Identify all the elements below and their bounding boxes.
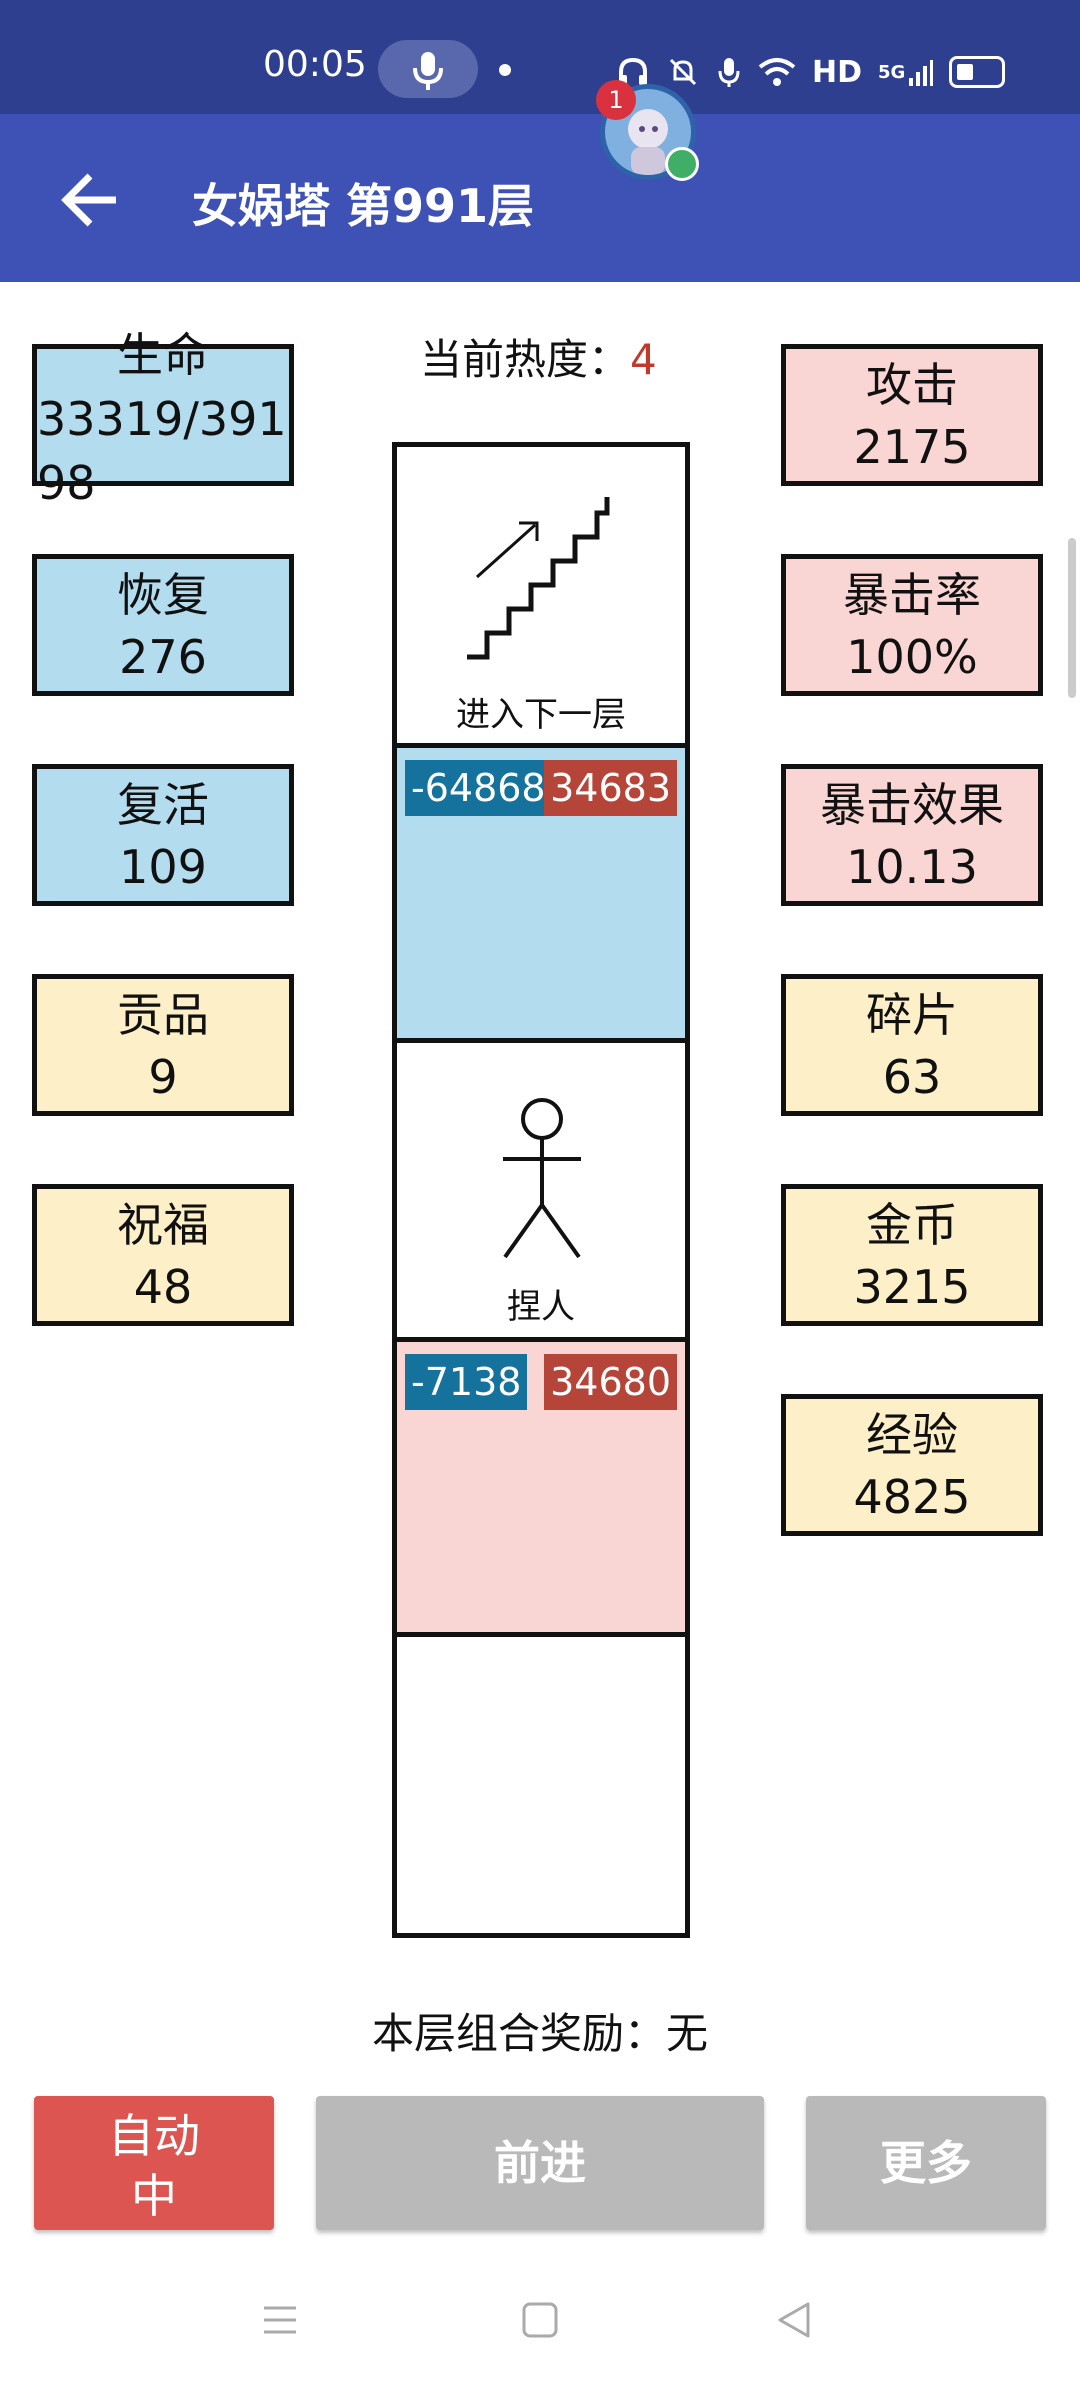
tower-divider xyxy=(397,1632,685,1637)
stat-attack: 攻击 2175 xyxy=(781,344,1043,486)
avatar-character-icon xyxy=(628,109,668,175)
stat-life: 生命 33319/39198 xyxy=(32,328,294,510)
stat-crit-effect-label: 暴击效果 xyxy=(820,778,1004,832)
avatar-mic-status-icon xyxy=(665,147,699,181)
wifi-icon xyxy=(758,58,796,86)
stat-gold-label: 金币 xyxy=(866,1198,958,1252)
stat-blessing-label: 祝福 xyxy=(117,1198,209,1252)
stat-life-value: 33319/39198 xyxy=(37,392,287,510)
person-label: 捏人 xyxy=(507,1287,575,1327)
stat-attack-label: 攻击 xyxy=(866,358,958,412)
stat-tribute-value: 9 xyxy=(148,1050,178,1104)
avatar-notification-badge: 1 xyxy=(596,80,636,120)
stat-recovery-label: 恢复 xyxy=(117,568,209,622)
status-bar xyxy=(0,0,1080,114)
arrow-left-icon xyxy=(61,173,116,227)
signal-bars-icon xyxy=(909,60,934,86)
signal-label: 5G xyxy=(878,61,906,83)
stat-crit-effect: 暴击效果 10.13 xyxy=(781,764,1043,906)
stat-recovery-value: 276 xyxy=(119,630,207,684)
tower: 进入下一层 -64868 34683 捏人 -7138 34680 xyxy=(392,442,690,1938)
floor-reward-text: 本层组合奖励：无 xyxy=(372,2009,709,2058)
stat-attack-value: 2175 xyxy=(853,420,971,474)
stat-revive: 复活 109 xyxy=(32,764,294,906)
page-title: 女娲塔 第991层 xyxy=(192,179,535,233)
heat-indicator: 当前热度：4 xyxy=(420,326,657,387)
stat-shards: 碎片 63 xyxy=(781,974,1043,1116)
nav-back-button[interactable] xyxy=(774,2300,814,2344)
app-bar xyxy=(0,114,1080,282)
notification-dot-icon xyxy=(499,64,511,76)
auto-button-line2: 中 xyxy=(131,2169,177,2223)
stat-experience-label: 经验 xyxy=(866,1408,958,1462)
blue-room-right-number: 34683 xyxy=(544,760,677,816)
auto-button-line1: 自动 xyxy=(108,2109,200,2163)
more-button[interactable]: 更多 xyxy=(806,2096,1046,2230)
tower-divider xyxy=(397,743,685,748)
stat-shards-value: 63 xyxy=(882,1050,942,1104)
stat-life-label: 生命 xyxy=(117,328,209,382)
microphone-icon xyxy=(413,52,443,90)
tower-cell-pink-room[interactable]: -7138 34680 xyxy=(397,1342,685,1632)
network-hd-label: HD xyxy=(812,54,863,90)
mic-pill[interactable] xyxy=(378,40,478,98)
pink-room-right-number: 34680 xyxy=(544,1354,677,1410)
stat-revive-value: 109 xyxy=(119,840,207,894)
stat-tribute-label: 贡品 xyxy=(117,988,209,1042)
stat-experience: 经验 4825 xyxy=(781,1394,1043,1536)
tower-cell-stairs[interactable]: 进入下一层 xyxy=(397,447,685,745)
stat-crit-rate-value: 100% xyxy=(846,630,978,684)
battery-icon xyxy=(949,56,1006,88)
nav-home-button[interactable] xyxy=(520,2300,560,2344)
floating-avatar[interactable] xyxy=(600,84,696,180)
stat-gold: 金币 3215 xyxy=(781,1184,1043,1326)
home-square-icon xyxy=(522,2302,558,2338)
menu-icon xyxy=(264,2306,296,2334)
stat-tribute: 贡品 9 xyxy=(32,974,294,1116)
heat-value: 4 xyxy=(630,335,657,384)
stat-revive-label: 复活 xyxy=(117,778,209,832)
tower-cell-person[interactable]: 捏人 xyxy=(397,1043,685,1337)
tower-divider xyxy=(397,1337,685,1342)
tower-cell-empty[interactable] xyxy=(397,1637,685,1933)
stat-recovery: 恢复 276 xyxy=(32,554,294,696)
stat-crit-rate: 暴击率 100% xyxy=(781,554,1043,696)
status-time: 00:05 xyxy=(263,44,367,85)
stat-crit-effect-value: 10.13 xyxy=(846,840,978,894)
stat-experience-value: 4825 xyxy=(853,1470,971,1524)
stat-blessing: 祝福 48 xyxy=(32,1184,294,1326)
tower-cell-blue-room[interactable]: -64868 34683 xyxy=(397,748,685,1038)
pink-room-left-number: -7138 xyxy=(405,1354,528,1410)
stairs-label: 进入下一层 xyxy=(456,695,626,735)
stat-crit-rate-label: 暴击率 xyxy=(843,568,981,622)
triangle-back-icon xyxy=(778,2302,810,2338)
status-icons: HD 5G xyxy=(616,52,1006,92)
mic-small-icon xyxy=(718,58,740,87)
scrollbar[interactable] xyxy=(1068,538,1076,698)
stat-gold-value: 3215 xyxy=(853,1260,971,1314)
blue-room-left-number: -64868 xyxy=(405,760,552,816)
back-button[interactable] xyxy=(54,160,134,240)
forward-button[interactable]: 前进 xyxy=(316,2096,764,2230)
mute-bell-icon xyxy=(669,58,697,86)
heat-label: 当前热度： xyxy=(420,335,631,384)
nav-menu-button[interactable] xyxy=(260,2300,300,2344)
tower-divider xyxy=(397,1038,685,1043)
auto-button[interactable]: 自动 中 xyxy=(34,2096,274,2230)
stairs-icon xyxy=(467,497,610,660)
stick-figure-icon xyxy=(503,1098,581,1259)
stat-shards-label: 碎片 xyxy=(866,988,958,1042)
stat-blessing-value: 48 xyxy=(133,1260,193,1314)
